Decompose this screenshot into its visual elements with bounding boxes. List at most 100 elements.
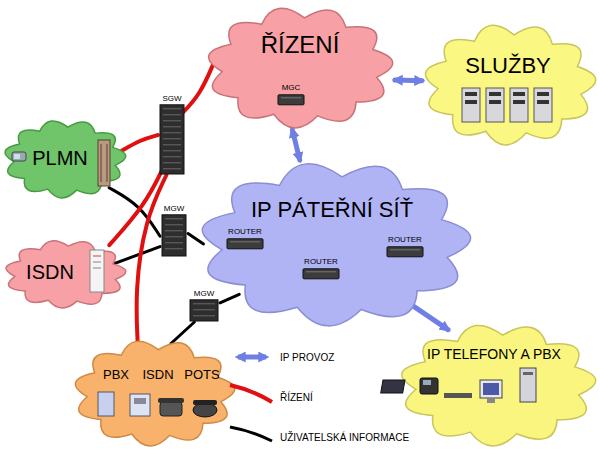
ip-traffic-arrow bbox=[292, 130, 299, 160]
device-detail bbox=[193, 303, 215, 304]
server-slot bbox=[489, 100, 501, 104]
isdn-detail bbox=[93, 262, 101, 263]
device-detail bbox=[193, 315, 215, 316]
server-slot bbox=[513, 92, 525, 96]
legend-samples bbox=[230, 357, 272, 441]
legend-control-sample bbox=[230, 385, 272, 402]
device-detail bbox=[163, 162, 181, 163]
device-detail bbox=[163, 144, 181, 145]
cloud-outline bbox=[75, 341, 234, 446]
phone-screen bbox=[14, 154, 20, 159]
device-detail bbox=[165, 218, 183, 219]
pbx-icons bbox=[98, 392, 217, 417]
device-body bbox=[162, 215, 186, 256]
user-data-link bbox=[188, 234, 204, 244]
laptop-base bbox=[444, 393, 472, 398]
device-detail bbox=[165, 248, 183, 249]
cloud-label: PBX bbox=[103, 368, 129, 382]
network-cloud: ISDN bbox=[3, 238, 128, 310]
cloud-outline bbox=[6, 241, 126, 308]
network-device: MGC bbox=[277, 84, 305, 106]
network-device: MGW bbox=[188, 290, 220, 322]
legend-user-sample bbox=[230, 427, 272, 441]
cloud-label: IP TELEFONY A PBX bbox=[427, 347, 561, 362]
device-detail bbox=[163, 114, 181, 115]
cloud-label: POTS bbox=[184, 368, 219, 382]
ip-phone-screen bbox=[423, 380, 431, 385]
cloud-label: ISDN bbox=[142, 368, 173, 382]
legend-label: UŽIVATELSKÁ INFORMACE bbox=[280, 432, 409, 443]
pots-handset bbox=[193, 400, 217, 405]
terminal-screen bbox=[134, 398, 146, 404]
cloud-outline bbox=[402, 325, 596, 446]
server-slot bbox=[537, 92, 549, 96]
device-detail bbox=[281, 97, 301, 98]
cloud-label: PLMN bbox=[32, 147, 88, 169]
device-detail bbox=[163, 108, 181, 109]
cloud-shape bbox=[422, 22, 598, 147]
base-station-detail bbox=[101, 144, 102, 182]
base-station-icon bbox=[98, 140, 110, 186]
network-device: SGW bbox=[158, 95, 186, 175]
cloud-shape bbox=[398, 322, 598, 448]
monitor-screen bbox=[483, 383, 499, 395]
device-detail bbox=[306, 271, 336, 272]
server-icon bbox=[486, 88, 504, 122]
pots-phone-icon bbox=[193, 403, 217, 417]
legend-label: IP PROVOZ bbox=[280, 352, 334, 363]
device-body bbox=[227, 239, 263, 249]
pbx-icon bbox=[98, 392, 114, 416]
device-detail bbox=[230, 241, 260, 242]
device-label: MGW bbox=[164, 205, 184, 214]
network-cloud: SLUŽBY bbox=[422, 22, 598, 147]
cloud-label: SLUŽBY bbox=[465, 54, 551, 78]
tower-slot bbox=[523, 372, 533, 375]
network-cloud: IP PÁTEŘNÍ SÍŤROUTERROUTERROUTER bbox=[198, 160, 473, 328]
server-icon bbox=[462, 88, 480, 122]
device-label: MGW bbox=[194, 290, 214, 299]
isdn-exchange-icon bbox=[90, 250, 104, 292]
server-slot bbox=[489, 92, 501, 96]
cloud-outline bbox=[5, 121, 126, 198]
legend-label: ŘÍZENÍ bbox=[280, 392, 313, 403]
device-body bbox=[303, 269, 339, 279]
server-icon bbox=[510, 88, 528, 122]
ip-terminal-icons bbox=[381, 368, 536, 403]
legend-ip-sample bbox=[238, 355, 266, 360]
isdn-terminal-icon bbox=[130, 394, 150, 416]
phone-icon bbox=[160, 402, 182, 416]
monitor-stand bbox=[487, 398, 495, 403]
server-slot bbox=[537, 100, 549, 104]
cloud-label: IP PÁTEŘNÍ SÍŤ bbox=[251, 198, 413, 222]
control-link bbox=[180, 61, 214, 115]
device-body bbox=[160, 105, 184, 174]
device-shape bbox=[158, 95, 186, 175]
mobile-phone-icon bbox=[12, 152, 26, 161]
cloud-outline bbox=[425, 25, 595, 145]
device-detail bbox=[193, 309, 215, 310]
network-device: ROUTER bbox=[386, 236, 424, 258]
server-slot bbox=[465, 100, 477, 104]
device-label: ROUTER bbox=[388, 236, 422, 245]
device-body bbox=[387, 247, 423, 257]
cloud-label: ŘÍZENÍ bbox=[261, 32, 340, 58]
network-device: MGW bbox=[160, 205, 188, 257]
cloud-label: ISDN bbox=[26, 261, 74, 283]
device-detail bbox=[165, 224, 183, 225]
device-label: ROUTER bbox=[228, 228, 262, 237]
phone-handset bbox=[158, 398, 184, 403]
control-link bbox=[137, 175, 167, 349]
server-icon bbox=[534, 88, 552, 122]
device-detail bbox=[165, 230, 183, 231]
device-label: SGW bbox=[162, 95, 181, 104]
network-device: ROUTER bbox=[226, 228, 264, 250]
isdn-detail bbox=[93, 256, 101, 257]
ip-traffic-arrow bbox=[395, 78, 422, 84]
isdn-detail bbox=[93, 268, 101, 269]
mobile-icons bbox=[12, 140, 110, 186]
device-detail bbox=[163, 168, 181, 169]
base-station-detail bbox=[107, 144, 108, 182]
user-data-link bbox=[171, 322, 194, 344]
server-slot bbox=[513, 100, 525, 104]
laptop-screen bbox=[381, 380, 405, 393]
